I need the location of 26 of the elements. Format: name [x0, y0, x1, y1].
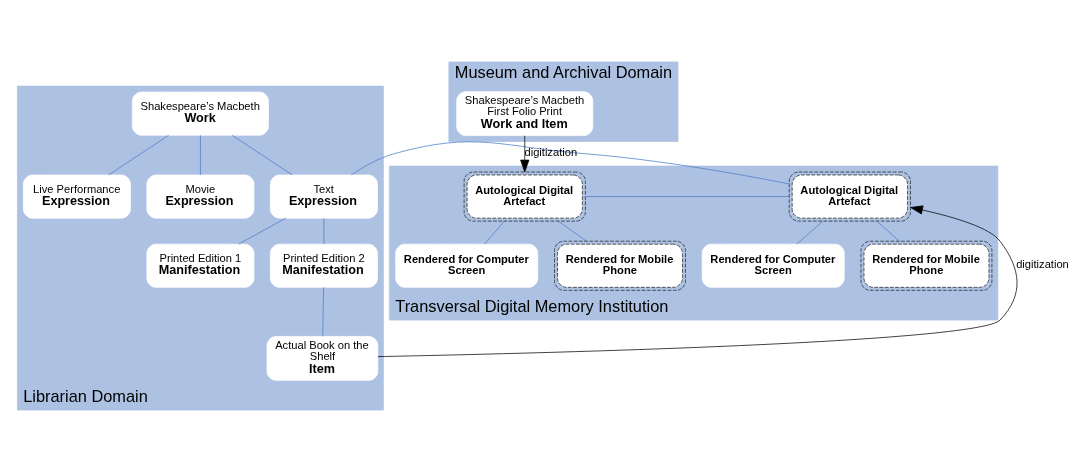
node-box: Live Performance Expression: [23, 174, 131, 219]
edge-label: digitization: [1016, 258, 1069, 271]
connector: [557, 220, 587, 242]
node-box: Rendered for Computer Screen: [395, 243, 539, 288]
arrow: [377, 205, 1018, 357]
node-box: Actual Book on the Shelf Item: [266, 336, 379, 381]
connector: [484, 220, 505, 245]
connector: [322, 287, 324, 337]
connector: [200, 135, 201, 176]
node-box: Printed Edition 2 Manifestation: [269, 243, 378, 288]
node-box: Text Expression: [269, 174, 378, 219]
connector: [231, 135, 293, 176]
connector: [876, 220, 900, 242]
node-box: Shakespeare’s Macbeth First Folio Print Work and Item: [456, 91, 594, 136]
connector: [238, 217, 287, 245]
edge-label: digitization: [524, 146, 578, 159]
connector: [108, 135, 169, 176]
node-box: Movie Expression: [146, 174, 255, 219]
node-box: Rendered for Computer Screen: [701, 243, 845, 288]
node-box: Printed Edition 1 Manifestation: [146, 243, 255, 288]
connector: [351, 141, 790, 185]
arrow: [520, 135, 530, 173]
node-box: Shakespeare’s Macbeth Work: [131, 91, 269, 136]
connector: [585, 196, 790, 197]
connector: [323, 218, 325, 245]
connector: [796, 220, 824, 245]
